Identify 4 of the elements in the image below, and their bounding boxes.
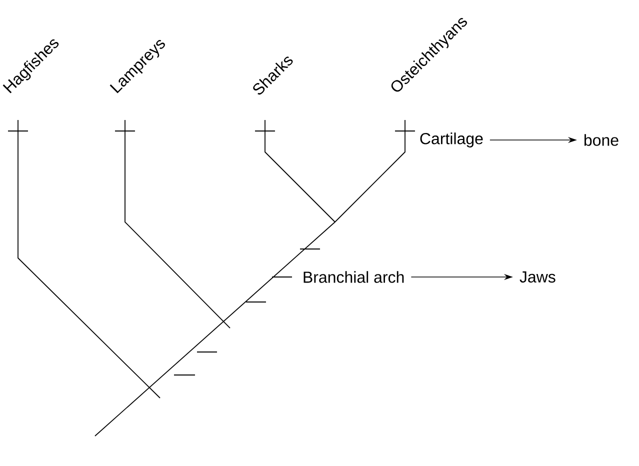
- trait-label: Cartilage: [420, 132, 483, 148]
- trait-label: Jaws: [520, 271, 556, 283]
- trait-label: Branchial arch: [304, 271, 404, 283]
- trait-label: bone: [584, 134, 618, 146]
